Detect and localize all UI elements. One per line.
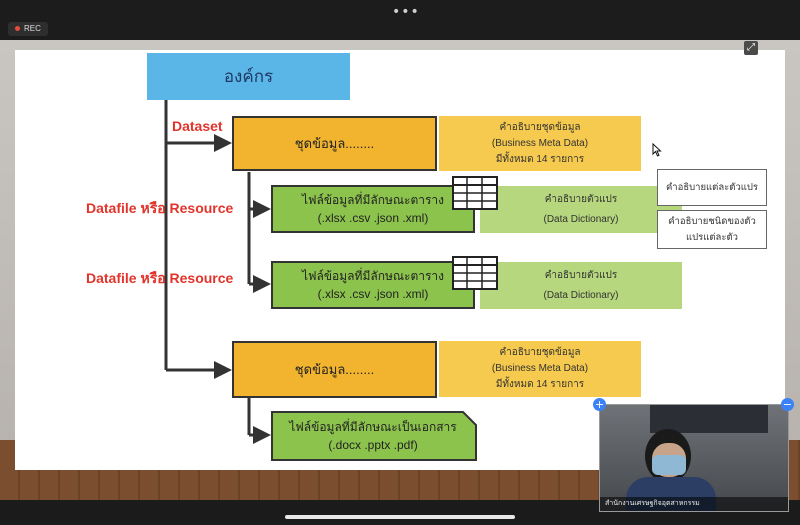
document-file-shape xyxy=(271,411,477,461)
cabinet xyxy=(650,405,768,433)
org-title: องค์กร xyxy=(223,67,274,86)
recording-indicator: REC xyxy=(8,22,48,36)
participant-name: สำนักงานเศรษฐกิจอุตสาหกรรม xyxy=(600,497,788,511)
meta-box-1: คำอธิบายชุดข้อมูล (Business Meta Data) ม… xyxy=(439,116,641,171)
file-box-1: ไฟล์ข้อมูลที่มีลักษณะตาราง (.xlsx .csv .… xyxy=(271,185,475,233)
dataset-box-1-label: ชุดข้อมูล........ xyxy=(294,136,375,151)
add-icon[interactable]: + xyxy=(593,398,606,411)
note-2-line2: แปรแต่ละตัว xyxy=(686,231,738,243)
file-box-2: ไฟล์ข้อมูลที่มีลักษณะตาราง (.xlsx .csv .… xyxy=(271,261,475,309)
dataset-box-2-label: ชุดข้อมูล........ xyxy=(294,362,375,377)
org-box: องค์กร xyxy=(147,53,350,100)
mouse-cursor-icon xyxy=(652,143,662,157)
top-bar: ••• REC xyxy=(0,0,800,40)
meta-2-line2: (Business Meta Data) xyxy=(491,363,589,374)
file-3-line1: ไฟล์ข้อมูลที่มีลักษณะเป็นเอกสาร xyxy=(289,420,457,434)
note-box-2: คำอธิบายชนิดของตัว แปรแต่ละตัว xyxy=(657,210,767,249)
table-icon xyxy=(452,256,498,290)
note-box-1: คำอธิบายแต่ละตัวแปร xyxy=(657,169,767,206)
dataset-box-2: ชุดข้อมูล........ xyxy=(232,341,437,398)
file-2-line1: ไฟล์ข้อมูลที่มีลักษณะตาราง xyxy=(301,269,445,283)
meta-2-line1: คำอธิบายชุดข้อมูล xyxy=(499,347,581,358)
datafile-label-2: Datafile หรือ Resource xyxy=(86,270,234,286)
expand-icon[interactable]: ⤢ xyxy=(744,41,758,55)
more-options-icon[interactable]: ••• xyxy=(392,4,420,20)
meta-1-line1: คำอธิบายชุดข้อมูล xyxy=(499,121,581,133)
rec-label: REC xyxy=(24,24,41,33)
meta-box-2: คำอธิบายชุดข้อมูล (Business Meta Data) ม… xyxy=(439,341,641,397)
dict-2-line1: คำอธิบายตัวแปร xyxy=(544,269,618,281)
file-box-3: ไฟล์ข้อมูลที่มีลักษณะเป็นเอกสาร (.docx .… xyxy=(271,411,475,461)
file-1-line1: ไฟล์ข้อมูลที่มีลักษณะตาราง xyxy=(301,193,445,207)
file-3-line2: (.docx .pptx .pdf) xyxy=(328,438,418,452)
dict-1-line2: (Data Dictionary) xyxy=(543,213,619,225)
meta-2-line3: มีทั้งหมด 14 รายการ xyxy=(495,379,585,390)
meta-1-line3: มีทั้งหมด 14 รายการ xyxy=(495,153,585,165)
meta-1-line2: (Business Meta Data) xyxy=(491,137,589,149)
note-2-line1: คำอธิบายชนิดของตัว xyxy=(668,215,756,227)
minimize-icon[interactable]: − xyxy=(781,398,794,411)
video-tile[interactable]: สำนักงานเศรษฐกิจอุตสาหกรรม xyxy=(599,404,789,512)
file-2-line2: (.xlsx .csv .json .xml) xyxy=(317,287,429,301)
dict-1-line1: คำอธิบายตัวแปร xyxy=(544,193,618,205)
datafile-label-1: Datafile หรือ Resource xyxy=(86,200,234,216)
table-icon xyxy=(452,176,498,210)
note-1-text: คำอธิบายแต่ละตัวแปร xyxy=(665,181,759,193)
dict-box-1: คำอธิบายตัวแปร (Data Dictionary) xyxy=(480,186,682,233)
dict-2-line2: (Data Dictionary) xyxy=(543,289,619,301)
dataset-box-1: ชุดข้อมูล........ xyxy=(232,116,437,171)
file-1-line2: (.xlsx .csv .json .xml) xyxy=(317,211,429,225)
dataset-label: Dataset xyxy=(172,118,223,134)
participant-mask xyxy=(652,455,686,475)
dict-box-2: คำอธิบายตัวแปร (Data Dictionary) xyxy=(480,262,682,309)
home-indicator[interactable] xyxy=(285,515,515,519)
record-dot-icon xyxy=(15,26,20,32)
